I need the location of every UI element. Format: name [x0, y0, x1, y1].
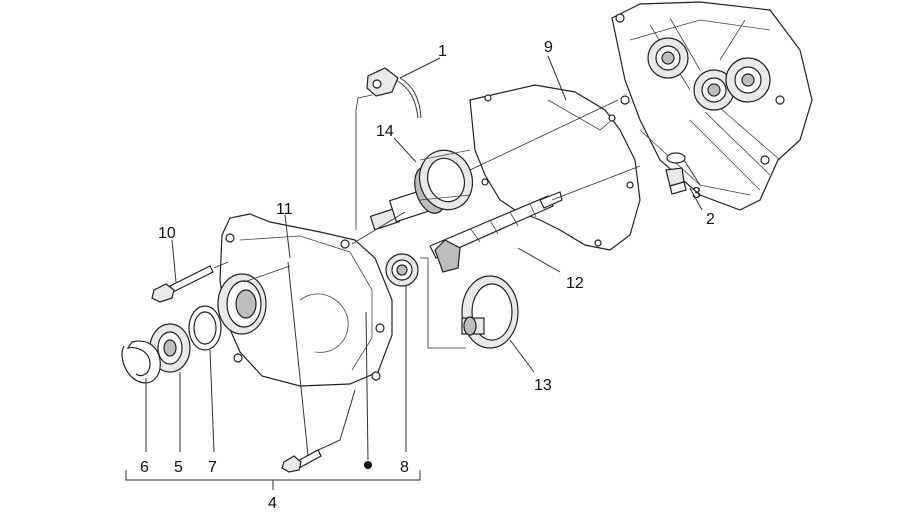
bearing-right[interactable]	[385, 253, 419, 287]
oil-seal[interactable]	[188, 305, 222, 351]
gearbox-housing[interactable]	[611, 1, 813, 211]
circlip[interactable]	[121, 340, 161, 384]
bolt-11[interactable]	[281, 449, 322, 473]
gear-bottom[interactable]	[461, 275, 519, 349]
bolt-10[interactable]	[151, 265, 214, 303]
callout-11: 11	[276, 201, 293, 218]
callout-labels: 1 2 3 4 5 6 7 8 9 10 11 12 13 14	[140, 39, 715, 512]
drain-plug-washer[interactable]	[666, 152, 686, 164]
callout-9: 9	[544, 39, 553, 56]
callout-6: 6	[140, 459, 149, 476]
speed-sensor[interactable]	[355, 67, 422, 230]
callout-7: 7	[208, 459, 217, 476]
main-shaft[interactable]	[429, 191, 563, 273]
gasket[interactable]	[469, 84, 641, 251]
assembly-lines	[213, 99, 641, 349]
callout-2: 2	[706, 211, 715, 228]
drain-plug[interactable]	[665, 167, 687, 195]
reference-dot	[364, 461, 372, 469]
callout-12: 12	[566, 275, 584, 292]
callout-5: 5	[174, 459, 183, 476]
callout-8: 8	[400, 459, 409, 476]
callout-1: 1	[438, 43, 447, 60]
callout-13: 13	[534, 377, 552, 394]
callout-10: 10	[158, 225, 176, 242]
callout-14: 14	[376, 123, 394, 140]
gear-shaft-top[interactable]	[369, 143, 480, 231]
transmission-cover[interactable]	[217, 213, 393, 387]
leader-lines	[125, 55, 703, 490]
callout-4: 4	[268, 495, 277, 512]
callout-3: 3	[692, 185, 701, 202]
